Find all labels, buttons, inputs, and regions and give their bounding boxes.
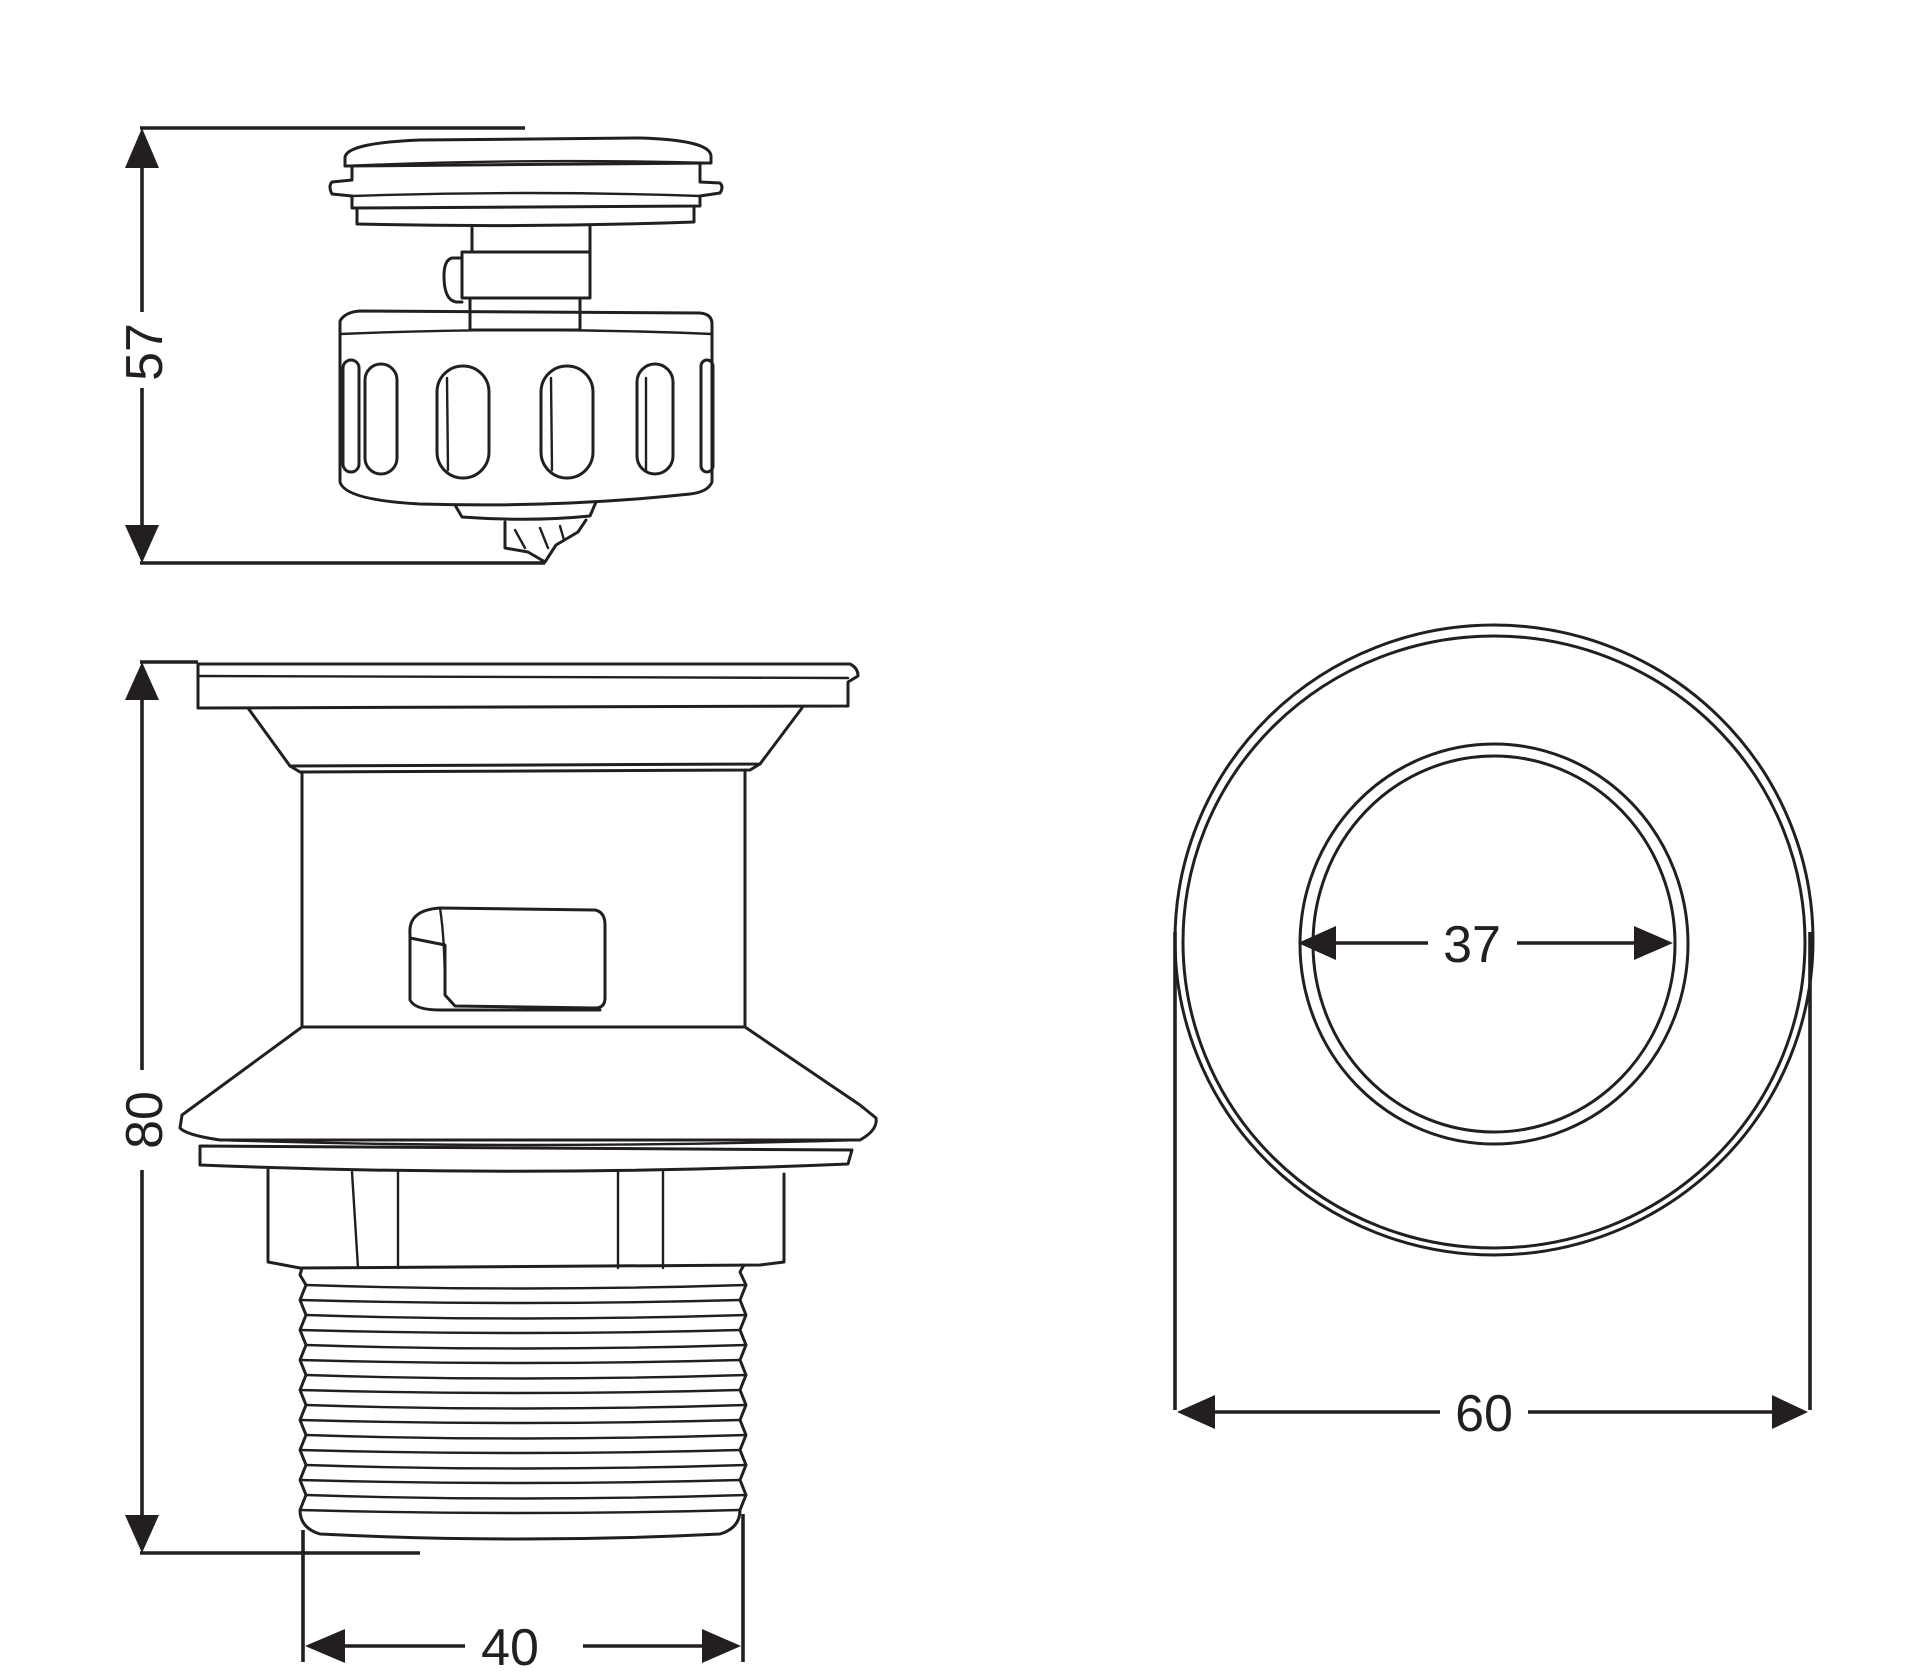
- dimension-37: 37: [1298, 916, 1673, 974]
- dimension-label-37: 37: [1443, 916, 1501, 974]
- dimension-60: 60: [1173, 932, 1812, 1443]
- waste-body: [178, 662, 878, 1541]
- dimension-40: 40: [301, 1514, 745, 1676]
- dimension-label-60: 60: [1455, 1385, 1513, 1443]
- popup-plug: [328, 136, 724, 564]
- dimension-label-40: 40: [481, 1619, 539, 1676]
- dimension-label-80: 80: [116, 1091, 174, 1149]
- dimension-label-57: 57: [116, 323, 174, 381]
- dimension-57: 57: [116, 126, 545, 565]
- dimension-80: 80: [116, 660, 420, 1555]
